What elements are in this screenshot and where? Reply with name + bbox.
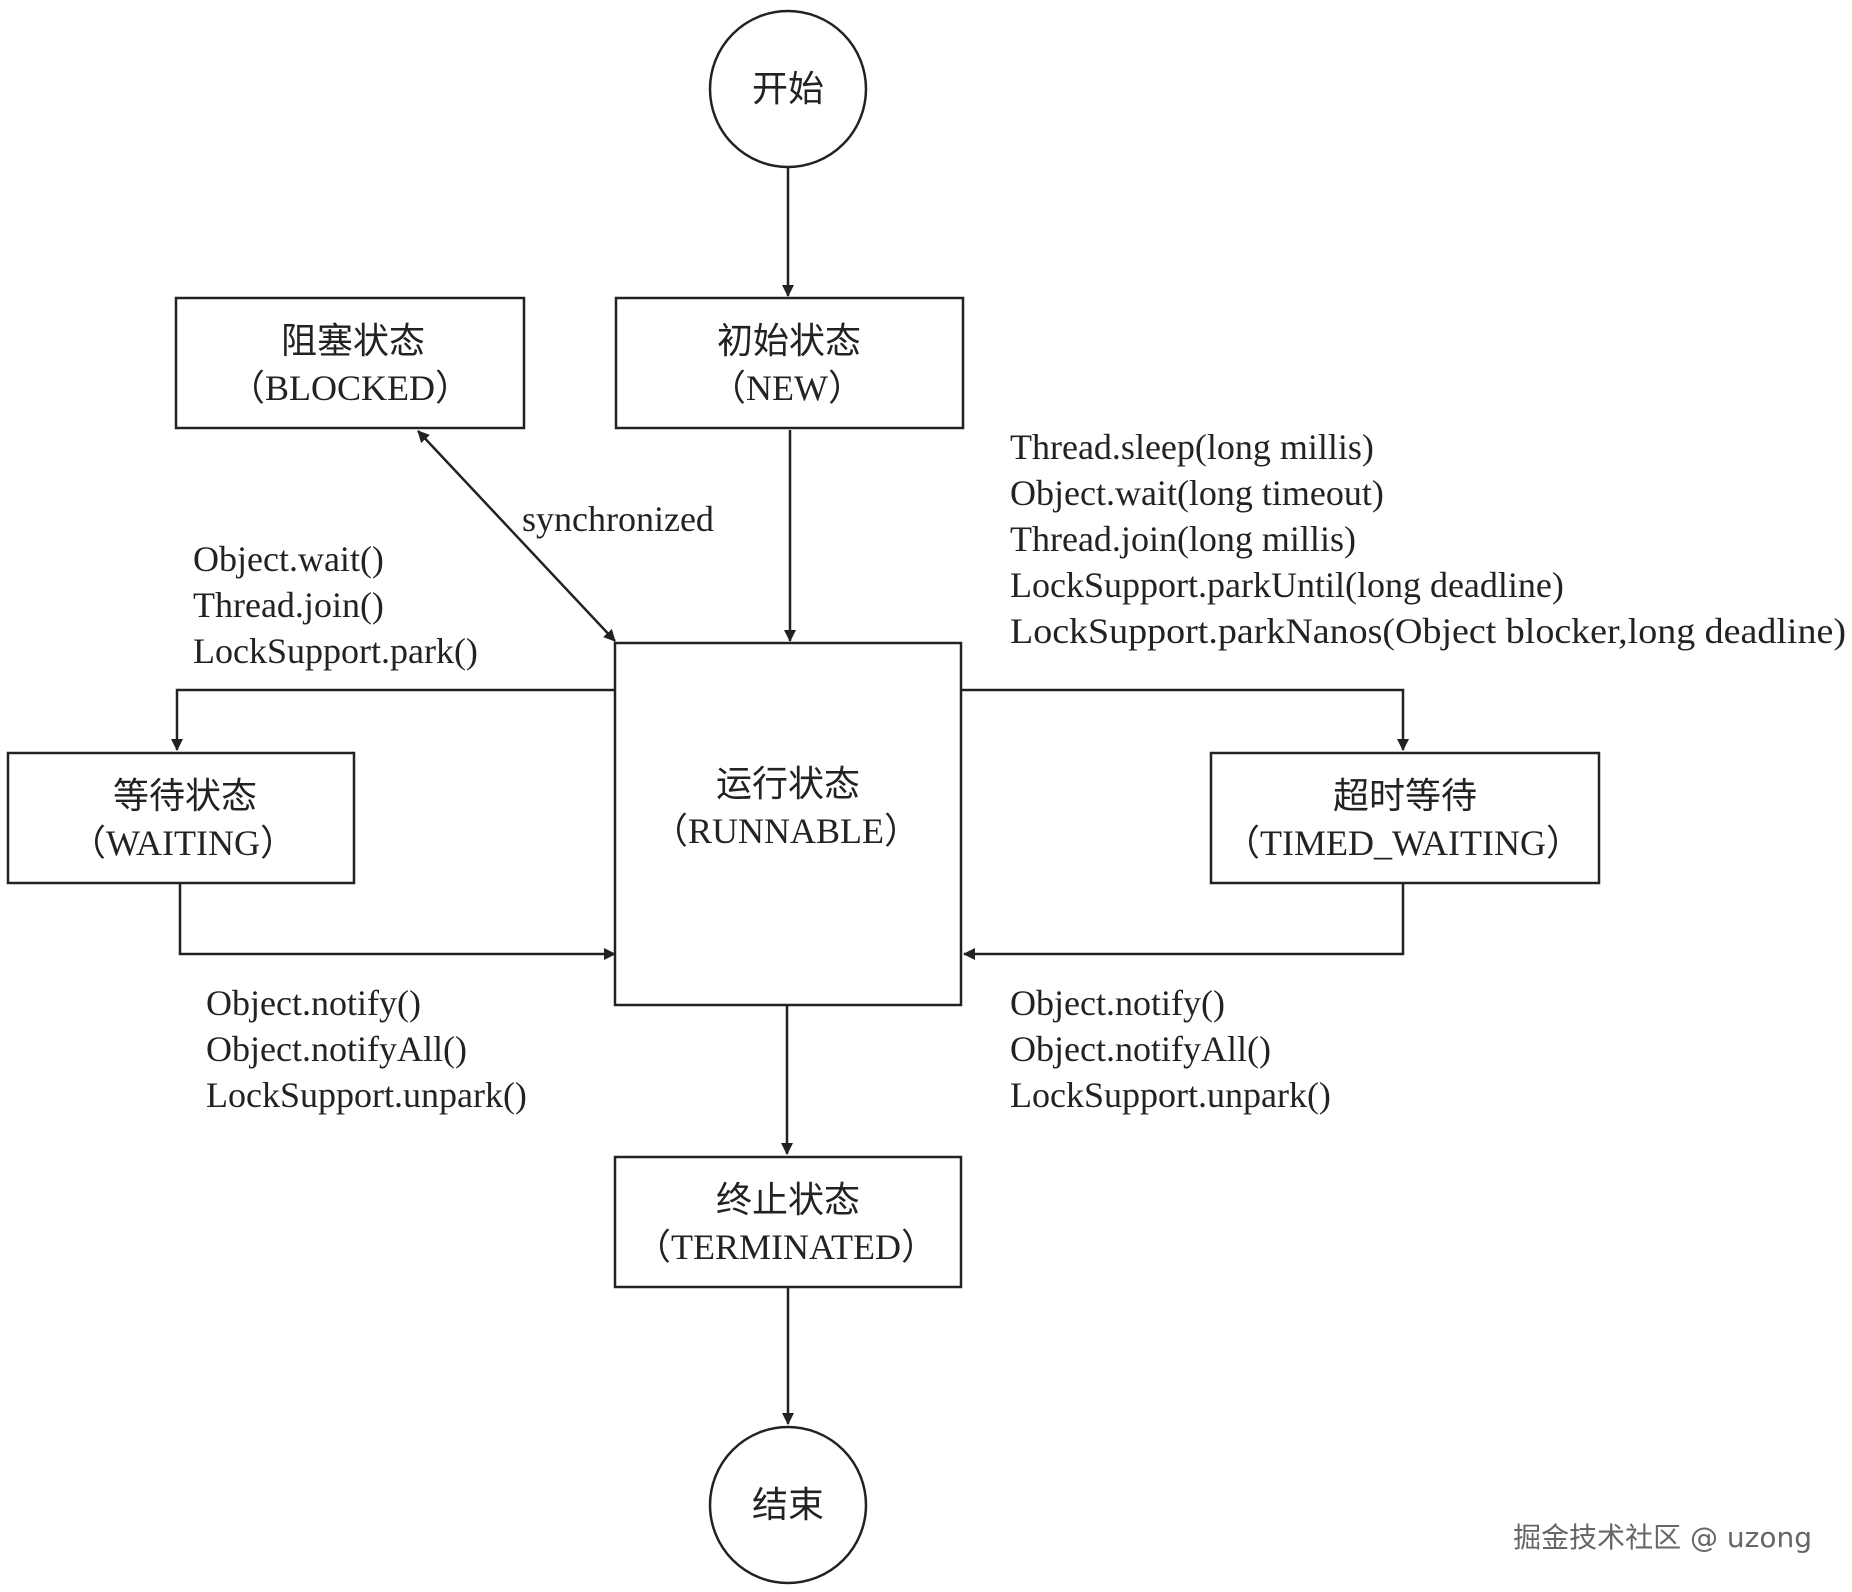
end-node: 结束 [708,1425,868,1585]
runnable-state: 运行状态 （RUNNABLE） [613,641,963,1007]
terminated-state: 终止状态 （TERMINATED） [613,1155,963,1289]
from-timed-waiting-labels: Object.notify() Object.notifyAll() LockS… [1010,983,1331,1115]
blocked-subtitle: （BLOCKED） [229,368,471,408]
from-waiting-labels: Object.notify() Object.notifyAll() LockS… [206,983,527,1115]
start-label: 开始 [752,69,824,109]
watermark: 掘金技术社区 @ uzong [1513,1521,1812,1554]
to-waiting-labels: Object.wait() Thread.join() LockSupport.… [193,539,478,671]
edge-blocked-runnable [417,430,616,642]
edge-waiting-to-runnable [178,884,616,960]
to-timed-waiting-label: LockSupport.parkUntil(long deadline) [1010,565,1564,605]
from-waiting-label: Object.notifyAll() [206,1029,467,1069]
to-timed-waiting-label: Thread.sleep(long millis) [1010,427,1374,467]
runnable-title: 运行状态 [716,764,860,804]
to-timed-waiting-labels: Thread.sleep(long millis) Object.wait(lo… [1010,427,1846,651]
edge-timed-waiting-to-runnable [963,884,1405,960]
waiting-subtitle: （WAITING） [70,823,296,863]
terminated-subtitle: （TERMINATED） [635,1227,937,1267]
waiting-state: 等待状态 （WAITING） [6,751,356,885]
new-title: 初始状态 [717,321,861,361]
from-timed-waiting-label: LockSupport.unpark() [1010,1075,1331,1115]
blocked-title: 阻塞状态 [281,321,425,361]
new-state: 初始状态 （NEW） [614,296,965,430]
blocked-state: 阻塞状态 （BLOCKED） [174,296,526,430]
to-waiting-label: Thread.join() [193,585,384,625]
end-label: 结束 [752,1485,824,1525]
synchronized-label: synchronized [522,499,714,539]
timed-waiting-subtitle: （TIMED_WAITING） [1224,823,1582,863]
terminated-title: 终止状态 [716,1180,860,1220]
timed-waiting-state: 超时等待 （TIMED_WAITING） [1209,751,1601,885]
waiting-title: 等待状态 [113,776,257,816]
from-waiting-label: Object.notify() [206,983,421,1023]
to-waiting-label: Object.wait() [193,539,384,579]
to-waiting-label: LockSupport.park() [193,631,478,671]
to-timed-waiting-label: Thread.join(long millis) [1010,519,1356,559]
to-timed-waiting-label: Object.wait(long timeout) [1010,473,1384,513]
from-waiting-label: LockSupport.unpark() [206,1075,527,1115]
to-timed-waiting-label: LockSupport.parkNanos(Object blocker,lon… [1010,611,1846,651]
start-node: 开始 [708,9,868,169]
edge-runnable-to-waiting [171,688,615,751]
from-timed-waiting-label: Object.notify() [1010,983,1225,1023]
new-subtitle: （NEW） [710,368,864,408]
runnable-subtitle: （RUNNABLE） [652,811,920,851]
edge-runnable-to-timed-waiting [961,688,1409,751]
timed-waiting-title: 超时等待 [1333,776,1477,816]
from-timed-waiting-label: Object.notifyAll() [1010,1029,1271,1069]
